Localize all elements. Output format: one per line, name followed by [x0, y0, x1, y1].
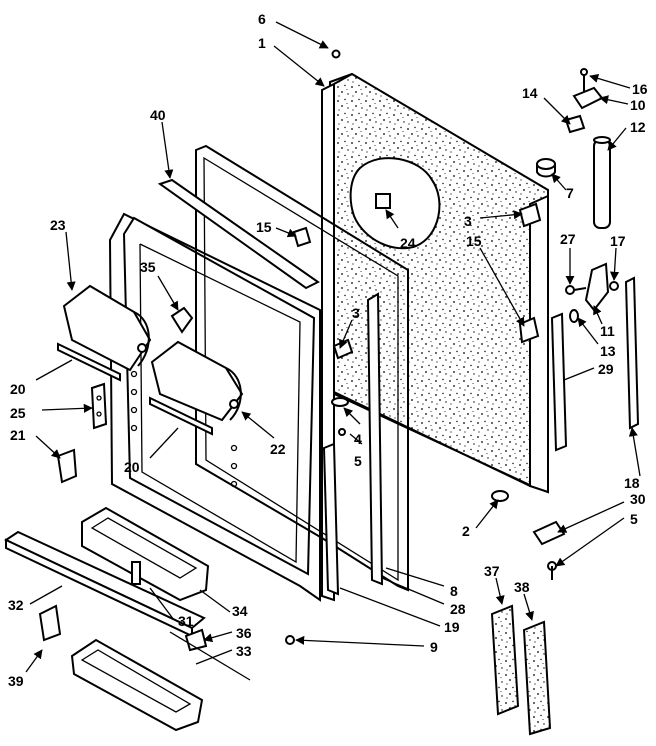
callout-36-label: 36 [236, 625, 252, 641]
clip-39 [38, 604, 62, 642]
liner-holes [130, 370, 238, 488]
callout-23: 23 [50, 217, 66, 233]
hinge-10 [572, 68, 604, 110]
plug-2 [491, 490, 509, 502]
callout-12: 12 [630, 119, 646, 135]
hinge-14 [564, 114, 586, 134]
foam-block-37 [490, 604, 520, 716]
foam-patch [375, 193, 391, 209]
callout-14: 14 [522, 85, 538, 101]
bracket-30 [532, 520, 566, 546]
strip-29 [550, 312, 568, 452]
outer-door-panel [321, 72, 549, 602]
callout-11: 11 [600, 323, 615, 339]
hardware-3-4 [285, 49, 542, 645]
screw-17 [609, 281, 619, 291]
callout-16: 16 [632, 81, 648, 97]
leader-lines [25, 21, 641, 681]
callout-4: 4 [354, 431, 362, 447]
middle-door-shelf [150, 340, 244, 422]
callout-39-label: 39 [8, 673, 24, 689]
callout-20a: 20 [10, 381, 26, 397]
callout-24: 24 [400, 235, 416, 251]
callout-19: 19 [444, 619, 460, 635]
cover-21 [56, 448, 78, 484]
callout-8: 8 [450, 583, 458, 599]
callout-15a: 15 [256, 219, 272, 235]
callout-10: 10 [630, 97, 646, 113]
callout-6: 6 [258, 11, 266, 27]
screw-27 [565, 285, 587, 295]
callout-35: 35 [140, 259, 156, 275]
callout-22: 22 [270, 441, 286, 457]
bracket-11 [584, 262, 610, 312]
breaker-strips [322, 292, 384, 596]
screw-5b [547, 561, 557, 580]
callout-29: 29 [598, 361, 614, 377]
callout-34-label: 34 [232, 603, 248, 619]
callout-9-label: 9 [430, 639, 438, 655]
hinge-pin-12 [593, 136, 611, 229]
callout-28: 28 [450, 601, 466, 617]
callout-30: 30 [630, 491, 646, 507]
bin-33 [70, 638, 204, 732]
upper-door-shelf [62, 284, 152, 372]
shelf-retainer-strips [57, 342, 213, 436]
callout-38-label: 38 [514, 579, 530, 595]
callout-20b: 20 [124, 459, 140, 475]
callout-21: 21 [10, 427, 26, 443]
bin-34 [81, 506, 210, 602]
callout-7: 7 [566, 185, 574, 201]
callout-3b: 3 [464, 213, 472, 229]
callout-17: 17 [610, 233, 626, 249]
callout-27: 27 [560, 231, 576, 247]
callout-40: 40 [150, 107, 166, 123]
foam-block-38 [522, 620, 552, 736]
clip-35 [170, 306, 194, 334]
callout-2: 2 [462, 523, 470, 539]
callout-5b: 5 [630, 511, 638, 527]
callout-1: 1 [258, 35, 266, 51]
callout-32-label: 32 [8, 597, 24, 613]
bushing-13 [569, 309, 579, 323]
callout-33-label: 33 [236, 643, 252, 659]
callout-18: 18 [624, 475, 640, 491]
callout-31-label: 31 [178, 613, 194, 629]
callout-labels: 6 1 40 23 35 20 25 21 20 22 15 24 3 3 15… [8, 11, 648, 689]
callout-25: 25 [10, 405, 26, 421]
callout-3a: 3 [352, 305, 360, 321]
callout-13: 13 [600, 343, 616, 359]
callout-37-label: 37 [484, 563, 500, 579]
strip-18 [624, 276, 640, 430]
callout-15b: 15 [466, 233, 482, 249]
cap-7 [536, 158, 556, 178]
callout-5a: 5 [354, 453, 362, 469]
bracket-25 [90, 382, 108, 430]
